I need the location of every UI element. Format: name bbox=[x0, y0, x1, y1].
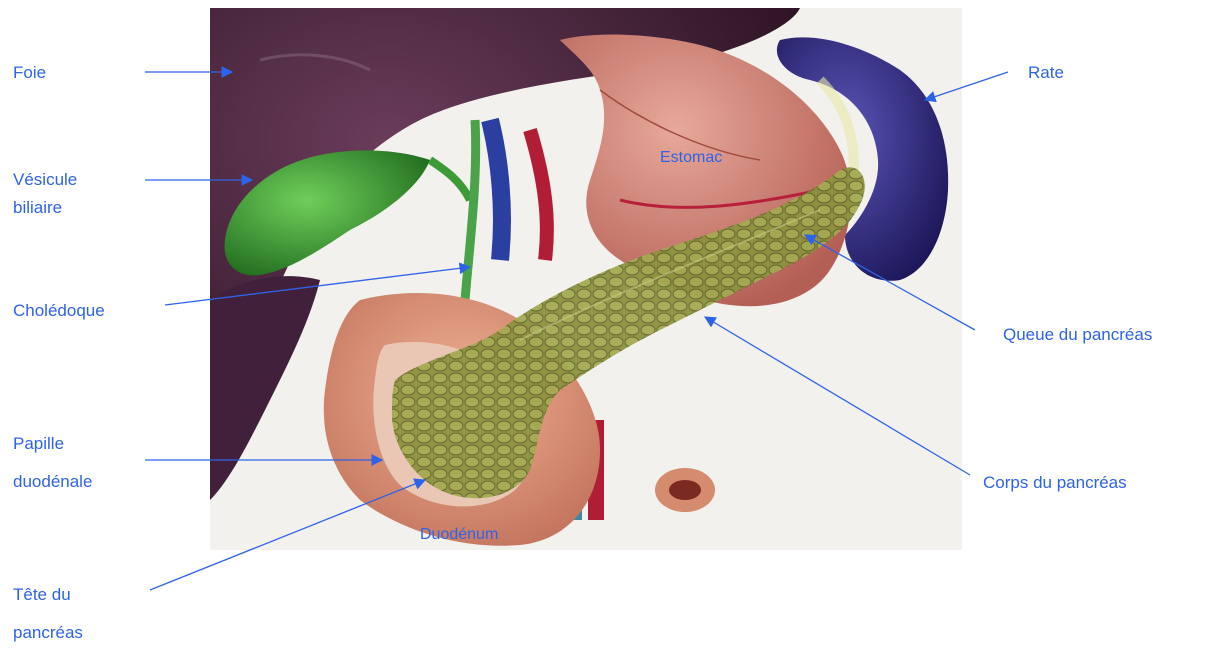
label-queue: Queue du pancréas bbox=[1003, 320, 1152, 350]
label-vesicule: Vésicule biliaire bbox=[13, 166, 77, 222]
label-papille: Papille duodénale bbox=[13, 425, 92, 501]
label-tete: Tête du pancréas bbox=[13, 576, 83, 652]
label-vesicule-line1: Vésicule bbox=[13, 166, 77, 194]
label-papille-line2: duodénale bbox=[13, 463, 92, 501]
label-corps: Corps du pancréas bbox=[983, 468, 1127, 498]
label-foie: Foie bbox=[13, 58, 46, 88]
label-estomac: Estomac bbox=[660, 148, 722, 168]
label-duodenum: Duodénum bbox=[420, 525, 498, 545]
label-choledoque: Cholédoque bbox=[13, 296, 105, 326]
label-tete-line1: Tête du bbox=[13, 576, 83, 614]
label-papille-line1: Papille bbox=[13, 425, 92, 463]
label-tete-line2: pancréas bbox=[13, 614, 83, 652]
label-rate: Rate bbox=[1028, 58, 1064, 88]
label-vesicule-line2: biliaire bbox=[13, 194, 77, 222]
